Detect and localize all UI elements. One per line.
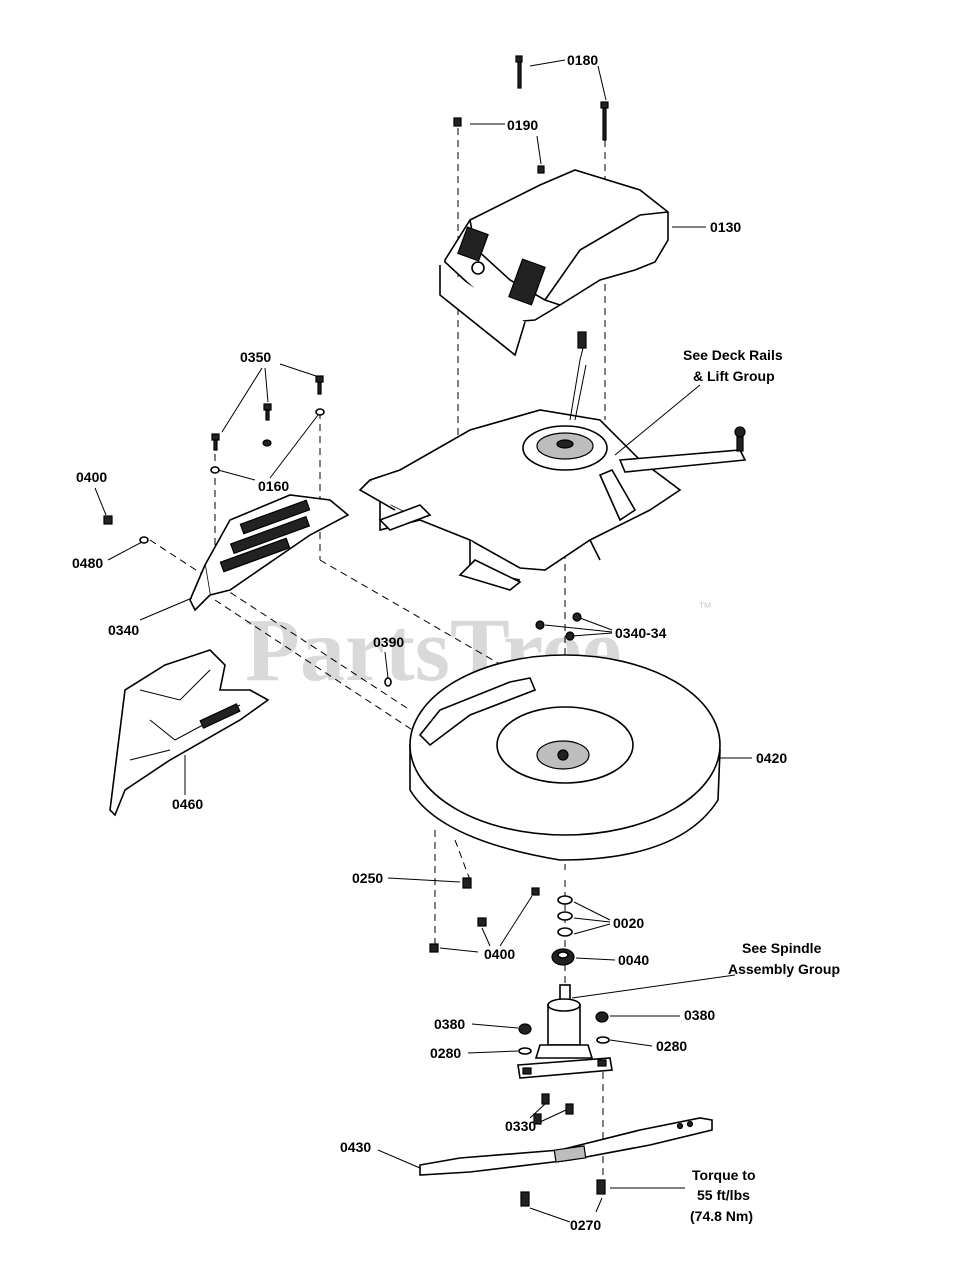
note-deck-rails-line1: See Deck Rails	[683, 347, 783, 363]
note-spindle-line2: Assembly Group	[728, 961, 840, 977]
discharge-plate-0340[interactable]	[189, 494, 350, 612]
bolt-0180-left[interactable]	[515, 55, 523, 89]
bearing-0040[interactable]	[551, 948, 575, 966]
label-0040: 0040	[618, 952, 649, 968]
label-0380-right: 0380	[684, 1007, 715, 1023]
washers-0160[interactable]	[210, 408, 325, 474]
label-0350: 0350	[240, 349, 271, 365]
mower-deck-0420[interactable]	[409, 612, 721, 861]
label-0460: 0460	[172, 796, 203, 812]
washer-0480[interactable]	[139, 536, 149, 544]
screws-0330[interactable]	[533, 1093, 574, 1125]
spindle-assembly[interactable]	[517, 984, 613, 1079]
bolts-0350[interactable]	[211, 375, 324, 451]
label-0280-left: 0280	[430, 1045, 461, 1061]
screw-0190[interactable]	[453, 117, 462, 127]
deck-rails-lift-assembly[interactable]	[358, 331, 747, 591]
bolt-0270-right[interactable]	[596, 1179, 606, 1195]
label-0380-left: 0380	[434, 1016, 465, 1032]
note-torque-line3: (74.8 Nm)	[690, 1208, 753, 1224]
bolt-0180-right[interactable]	[600, 101, 609, 141]
label-0180: 0180	[567, 52, 598, 68]
label-0420: 0420	[756, 750, 787, 766]
screw-0190-b[interactable]	[537, 165, 545, 174]
pin-0390[interactable]	[384, 677, 392, 687]
label-0330: 0330	[505, 1118, 536, 1134]
nut-0380-left[interactable]	[518, 1023, 532, 1035]
washers-0020[interactable]	[557, 895, 573, 937]
label-0340: 0340	[108, 622, 139, 638]
nut-0380-right[interactable]	[595, 1011, 609, 1023]
washer-0280-right[interactable]	[596, 1036, 610, 1044]
nuts-0400-lower[interactable]	[429, 887, 540, 953]
label-0280-right: 0280	[656, 1038, 687, 1054]
label-0270: 0270	[570, 1217, 601, 1233]
washer-0280-left[interactable]	[518, 1047, 532, 1055]
label-0480: 0480	[72, 555, 103, 571]
label-0430: 0430	[340, 1139, 371, 1155]
label-0020: 0020	[613, 915, 644, 931]
nut-0400-top[interactable]	[103, 515, 113, 525]
note-spindle-line1: See Spindle	[742, 940, 822, 956]
label-0340-34: 0340-34	[615, 625, 667, 641]
bolt-0250[interactable]	[462, 877, 472, 889]
belt-cover-0130[interactable]	[439, 169, 669, 357]
label-0390: 0390	[373, 634, 404, 650]
label-0400-lower: 0400	[484, 946, 515, 962]
label-0190: 0190	[507, 117, 538, 133]
note-deck-rails-line2: & Lift Group	[693, 368, 775, 384]
leader-lines	[94, 59, 752, 1223]
blade-0430[interactable]	[419, 1117, 713, 1176]
watermark-trademark: ™	[698, 599, 712, 615]
note-torque-line2: 55 ft/lbs	[697, 1187, 750, 1203]
label-0160: 0160	[258, 478, 289, 494]
bolt-0270-left[interactable]	[520, 1191, 530, 1207]
deflector-0460[interactable]	[109, 649, 270, 817]
label-0400-upper: 0400	[76, 469, 107, 485]
label-0250: 0250	[352, 870, 383, 886]
note-torque-line1: Torque to	[692, 1167, 756, 1183]
label-0130: 0130	[710, 219, 741, 235]
